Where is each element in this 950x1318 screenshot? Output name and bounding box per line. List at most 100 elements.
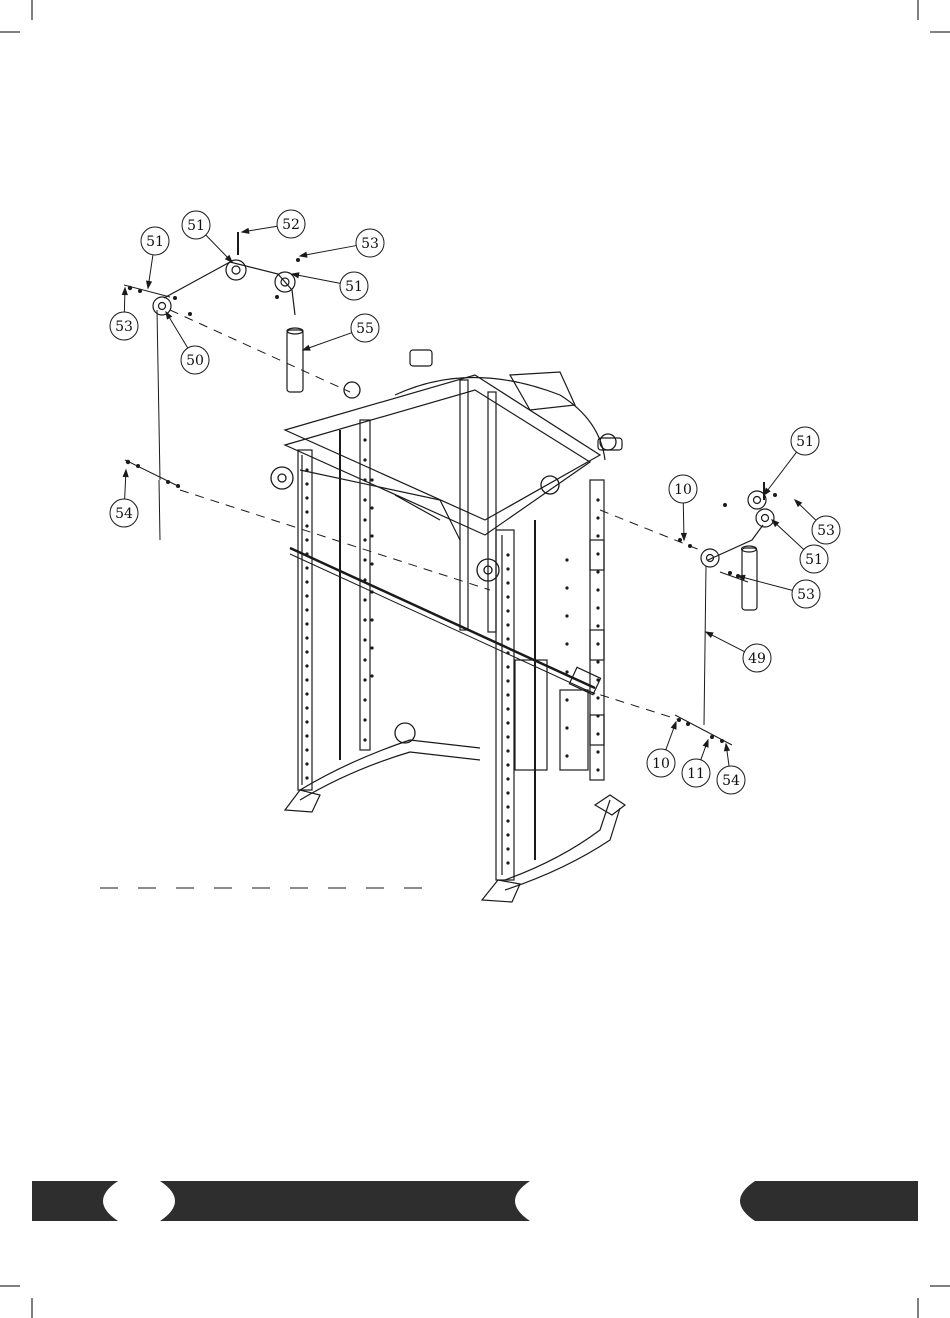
upright-hole [305, 496, 308, 499]
part-callout-11: 11 [682, 759, 710, 787]
part-callouts: 515253515153555054511053515349101154 [110, 210, 840, 794]
upright-hole [506, 623, 509, 626]
part-callout-53: 53 [356, 229, 384, 257]
upright-hole [506, 553, 509, 556]
upright-hole [506, 567, 509, 570]
upright-hole [506, 679, 509, 682]
callout-label: 53 [817, 523, 835, 539]
leader-line [764, 452, 797, 495]
footer-bar [32, 1181, 918, 1221]
upright-hole [506, 749, 509, 752]
upright-hole [506, 721, 509, 724]
upright-hole [363, 438, 366, 441]
callout-label: 51 [805, 552, 823, 568]
upright-hole [305, 720, 308, 723]
upright-hole [370, 674, 373, 677]
upright-hole [305, 678, 308, 681]
upright-hole [596, 498, 599, 501]
callout-label: 51 [796, 434, 814, 450]
upright-hole [596, 552, 599, 555]
upright-hole [506, 637, 509, 640]
leader-arrowhead [681, 533, 686, 540]
leader-arrowhead [300, 252, 307, 257]
leader-arrowhead [725, 744, 730, 751]
upright-hole [596, 570, 599, 573]
part-callout-10: 10 [647, 749, 675, 777]
smith-machine-frame [285, 350, 625, 902]
leader-line [300, 246, 356, 256]
upright-hole [363, 738, 366, 741]
part-callout-51: 51 [791, 427, 819, 455]
upright-hole [370, 562, 373, 565]
upright-hole [363, 458, 366, 461]
upright-hole [363, 578, 366, 581]
part-callout-51: 51 [141, 227, 169, 255]
upright-hole [305, 650, 308, 653]
part-callout-50: 50 [181, 346, 209, 374]
upright-hole [565, 698, 568, 701]
upright-hole [305, 748, 308, 751]
upright-hole [305, 594, 308, 597]
callout-label: 55 [356, 321, 374, 337]
callout-label: 51 [187, 218, 205, 234]
callout-label: 50 [186, 353, 204, 369]
upright-hole [506, 595, 509, 598]
leader-arrowhead [703, 740, 708, 747]
upright-hole [363, 478, 366, 481]
upright-hole [565, 726, 568, 729]
callout-label: 10 [652, 756, 670, 772]
upright-hole [506, 777, 509, 780]
upright-hole [305, 706, 308, 709]
upright-hole [596, 516, 599, 519]
upright-hole [506, 665, 509, 668]
upright-hole [305, 566, 308, 569]
callout-label: 51 [146, 234, 164, 250]
leader-line [292, 274, 340, 283]
upright-hole [506, 847, 509, 850]
upright-hole [370, 590, 373, 593]
upright-hole [305, 482, 308, 485]
upright-hole [565, 754, 568, 757]
upright-hole [596, 588, 599, 591]
upright-hole [305, 622, 308, 625]
leader-arrowhead [671, 722, 676, 729]
part-callout-49: 49 [743, 644, 771, 672]
part-callout-51: 51 [182, 211, 210, 239]
upright-hole [370, 618, 373, 621]
upright-hole [363, 618, 366, 621]
upright-hole [596, 714, 599, 717]
upright-hole [370, 646, 373, 649]
upright-hole [370, 506, 373, 509]
callout-label: 51 [345, 279, 363, 295]
upright-hole [305, 524, 308, 527]
right-pulley-assembly [675, 482, 774, 745]
upright-hole [506, 707, 509, 710]
upright-hole [596, 606, 599, 609]
callout-label: 11 [687, 766, 705, 782]
left-pulley-assembly [124, 232, 303, 540]
upright-hole [363, 498, 366, 501]
upright-hole [363, 638, 366, 641]
callout-label: 53 [361, 236, 379, 252]
upright-hole [506, 791, 509, 794]
upright-hole [363, 718, 366, 721]
upright-hole [363, 598, 366, 601]
upright-hole [363, 678, 366, 681]
leader-arrowhead [147, 281, 152, 288]
upright-hole [363, 658, 366, 661]
upright-hole [506, 651, 509, 654]
upright-hole [506, 735, 509, 738]
upright-hole [506, 693, 509, 696]
leader-arrowhead [706, 632, 713, 637]
upright-hole [596, 768, 599, 771]
upright-hole [305, 538, 308, 541]
leader-lines [122, 226, 816, 766]
upright-hole [305, 510, 308, 513]
callout-label: 53 [115, 319, 133, 335]
upright-hole [506, 861, 509, 864]
leader-line [303, 333, 352, 350]
upright-hole [370, 534, 373, 537]
leader-arrowhead [122, 288, 127, 295]
callout-label: 49 [748, 651, 766, 667]
